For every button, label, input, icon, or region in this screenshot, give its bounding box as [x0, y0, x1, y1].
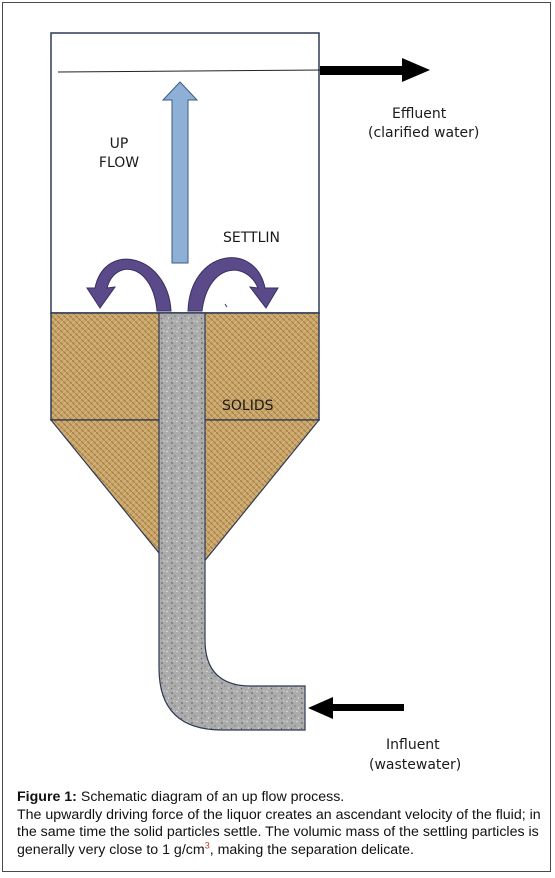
water-surface-line [57, 69, 325, 73]
solids-label: SOLIDS [222, 398, 274, 414]
caption-body-text: The upwardly driving force of the liquor… [17, 806, 541, 858]
figure-caption: Figure 1: Schematic diagram of an up flo… [17, 789, 541, 859]
effluent-label: Effluent [392, 106, 447, 122]
settlin-label: SETTLIN [223, 230, 280, 246]
inlet-pipe [158, 312, 306, 731]
influent-arrow-icon [308, 697, 404, 719]
upflow-arrow-icon [161, 81, 199, 264]
influent-note-label: (wastewater) [369, 757, 462, 773]
settling-curl-left-icon [86, 258, 172, 312]
caption-superscript: 3 [204, 839, 210, 850]
upflow-label-line2: FLOW [98, 155, 140, 171]
caption-title-line: Figure 1: Schematic diagram of an up flo… [17, 789, 541, 807]
caption-body: The upwardly driving force of the liquor… [17, 807, 541, 860]
settling-curl-right-icon [187, 257, 279, 312]
caption-body-end: , making the separation delicate. [209, 841, 414, 858]
effluent-arrow-icon [320, 58, 430, 82]
figure-number: Figure 1: [17, 789, 77, 805]
influent-label: Influent [386, 737, 440, 753]
effluent-note-label: (clarified water) [368, 125, 480, 141]
upflow-label-line1: UP [109, 136, 129, 152]
small-mark [224, 303, 228, 308]
caption-title: Schematic diagram of an up flow process. [76, 789, 345, 805]
tank-clear-zone [50, 32, 320, 314]
